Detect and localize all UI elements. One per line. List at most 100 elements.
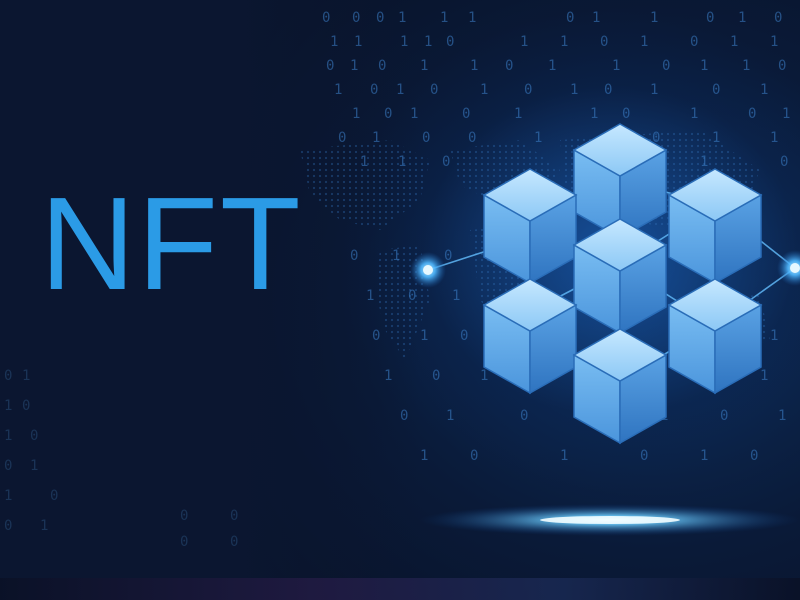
blockchain-cube-icon bbox=[572, 123, 668, 240]
svg-text:1: 1 bbox=[480, 368, 488, 384]
svg-text:0: 0 bbox=[662, 58, 670, 74]
svg-text:1: 1 bbox=[440, 10, 448, 26]
svg-text:0: 0 bbox=[640, 448, 648, 464]
svg-text:1: 1 bbox=[560, 448, 568, 464]
svg-text:0: 0 bbox=[470, 448, 478, 464]
svg-text:0: 0 bbox=[384, 106, 392, 122]
svg-text:0: 0 bbox=[566, 10, 574, 26]
svg-text:1: 1 bbox=[352, 106, 360, 122]
svg-text:1: 1 bbox=[354, 34, 362, 50]
svg-text:0: 0 bbox=[780, 154, 788, 170]
svg-text:1: 1 bbox=[400, 34, 408, 50]
svg-text:1: 1 bbox=[650, 82, 658, 98]
svg-text:0: 0 bbox=[22, 398, 30, 414]
svg-text:1: 1 bbox=[30, 458, 38, 474]
svg-text:0: 0 bbox=[524, 82, 532, 98]
svg-text:1: 1 bbox=[560, 34, 568, 50]
cube-face-top bbox=[572, 218, 668, 272]
svg-text:0: 0 bbox=[460, 328, 468, 344]
svg-text:0: 0 bbox=[778, 58, 786, 74]
svg-text:1: 1 bbox=[4, 398, 12, 414]
svg-text:1: 1 bbox=[384, 368, 392, 384]
svg-text:1: 1 bbox=[770, 34, 778, 50]
svg-text:0: 0 bbox=[322, 10, 330, 26]
svg-text:0: 0 bbox=[600, 34, 608, 50]
svg-text:1: 1 bbox=[372, 130, 380, 146]
svg-text:0: 0 bbox=[622, 106, 630, 122]
svg-text:1: 1 bbox=[398, 154, 406, 170]
svg-text:0: 0 bbox=[352, 10, 360, 26]
svg-text:1: 1 bbox=[730, 34, 738, 50]
svg-text:0: 0 bbox=[652, 130, 660, 146]
svg-text:0: 0 bbox=[180, 508, 188, 524]
svg-text:0: 0 bbox=[4, 518, 12, 534]
svg-text:0: 0 bbox=[442, 154, 450, 170]
svg-text:1: 1 bbox=[4, 428, 12, 444]
blockchain-cube-icon bbox=[667, 278, 763, 395]
svg-text:1: 1 bbox=[514, 106, 522, 122]
svg-text:0: 0 bbox=[774, 10, 782, 26]
svg-text:1: 1 bbox=[760, 368, 768, 384]
svg-text:0: 0 bbox=[350, 248, 358, 264]
svg-text:1: 1 bbox=[548, 58, 556, 74]
svg-text:1: 1 bbox=[446, 408, 454, 424]
svg-text:1: 1 bbox=[782, 106, 790, 122]
blockchain-cube-icon bbox=[482, 278, 578, 395]
svg-text:0: 0 bbox=[505, 58, 513, 74]
svg-text:1: 1 bbox=[570, 82, 578, 98]
svg-text:0: 0 bbox=[446, 34, 454, 50]
svg-text:1: 1 bbox=[738, 10, 746, 26]
svg-text:1: 1 bbox=[330, 34, 338, 50]
svg-text:1: 1 bbox=[480, 82, 488, 98]
svg-text:1: 1 bbox=[396, 82, 404, 98]
cube-face-top bbox=[572, 328, 668, 382]
network-node-icon bbox=[410, 252, 446, 288]
svg-text:1: 1 bbox=[760, 82, 768, 98]
svg-text:1: 1 bbox=[420, 328, 428, 344]
svg-text:1: 1 bbox=[712, 130, 720, 146]
svg-text:0: 0 bbox=[372, 328, 380, 344]
svg-text:0: 0 bbox=[30, 428, 38, 444]
svg-text:1: 1 bbox=[350, 58, 358, 74]
svg-text:0: 0 bbox=[430, 82, 438, 98]
svg-text:0: 0 bbox=[338, 130, 346, 146]
blockchain-cube-icon bbox=[572, 218, 668, 335]
svg-text:1: 1 bbox=[700, 154, 708, 170]
svg-text:0: 0 bbox=[422, 130, 430, 146]
svg-text:0: 0 bbox=[432, 368, 440, 384]
bottom-band bbox=[0, 578, 800, 600]
svg-text:1: 1 bbox=[650, 10, 658, 26]
svg-text:1: 1 bbox=[4, 488, 12, 504]
svg-text:1: 1 bbox=[334, 82, 342, 98]
svg-text:1: 1 bbox=[534, 130, 542, 146]
svg-text:1: 1 bbox=[392, 248, 400, 264]
cube-face-top bbox=[667, 278, 763, 332]
svg-text:0: 0 bbox=[706, 10, 714, 26]
blockchain-cube-icon bbox=[572, 328, 668, 445]
svg-text:1: 1 bbox=[420, 58, 428, 74]
svg-text:0: 0 bbox=[4, 368, 12, 384]
svg-text:1: 1 bbox=[468, 10, 476, 26]
svg-text:0: 0 bbox=[604, 82, 612, 98]
network-node-icon bbox=[777, 250, 800, 286]
svg-text:0: 0 bbox=[690, 34, 698, 50]
svg-text:1: 1 bbox=[700, 58, 708, 74]
svg-text:0: 0 bbox=[520, 408, 528, 424]
blockchain-cubes bbox=[482, 123, 763, 445]
svg-text:1: 1 bbox=[420, 448, 428, 464]
svg-text:0: 0 bbox=[4, 458, 12, 474]
cube-face-top bbox=[482, 168, 578, 222]
cube-face-top bbox=[482, 278, 578, 332]
svg-text:0: 0 bbox=[462, 106, 470, 122]
blockchain-cube-icon bbox=[667, 168, 763, 285]
svg-text:1: 1 bbox=[778, 408, 786, 424]
svg-text:1: 1 bbox=[590, 106, 598, 122]
svg-text:1: 1 bbox=[398, 10, 406, 26]
svg-text:0: 0 bbox=[180, 534, 188, 550]
svg-text:1: 1 bbox=[592, 10, 600, 26]
svg-text:1: 1 bbox=[366, 288, 374, 304]
svg-text:1: 1 bbox=[700, 448, 708, 464]
page-title: NFT bbox=[40, 170, 303, 317]
